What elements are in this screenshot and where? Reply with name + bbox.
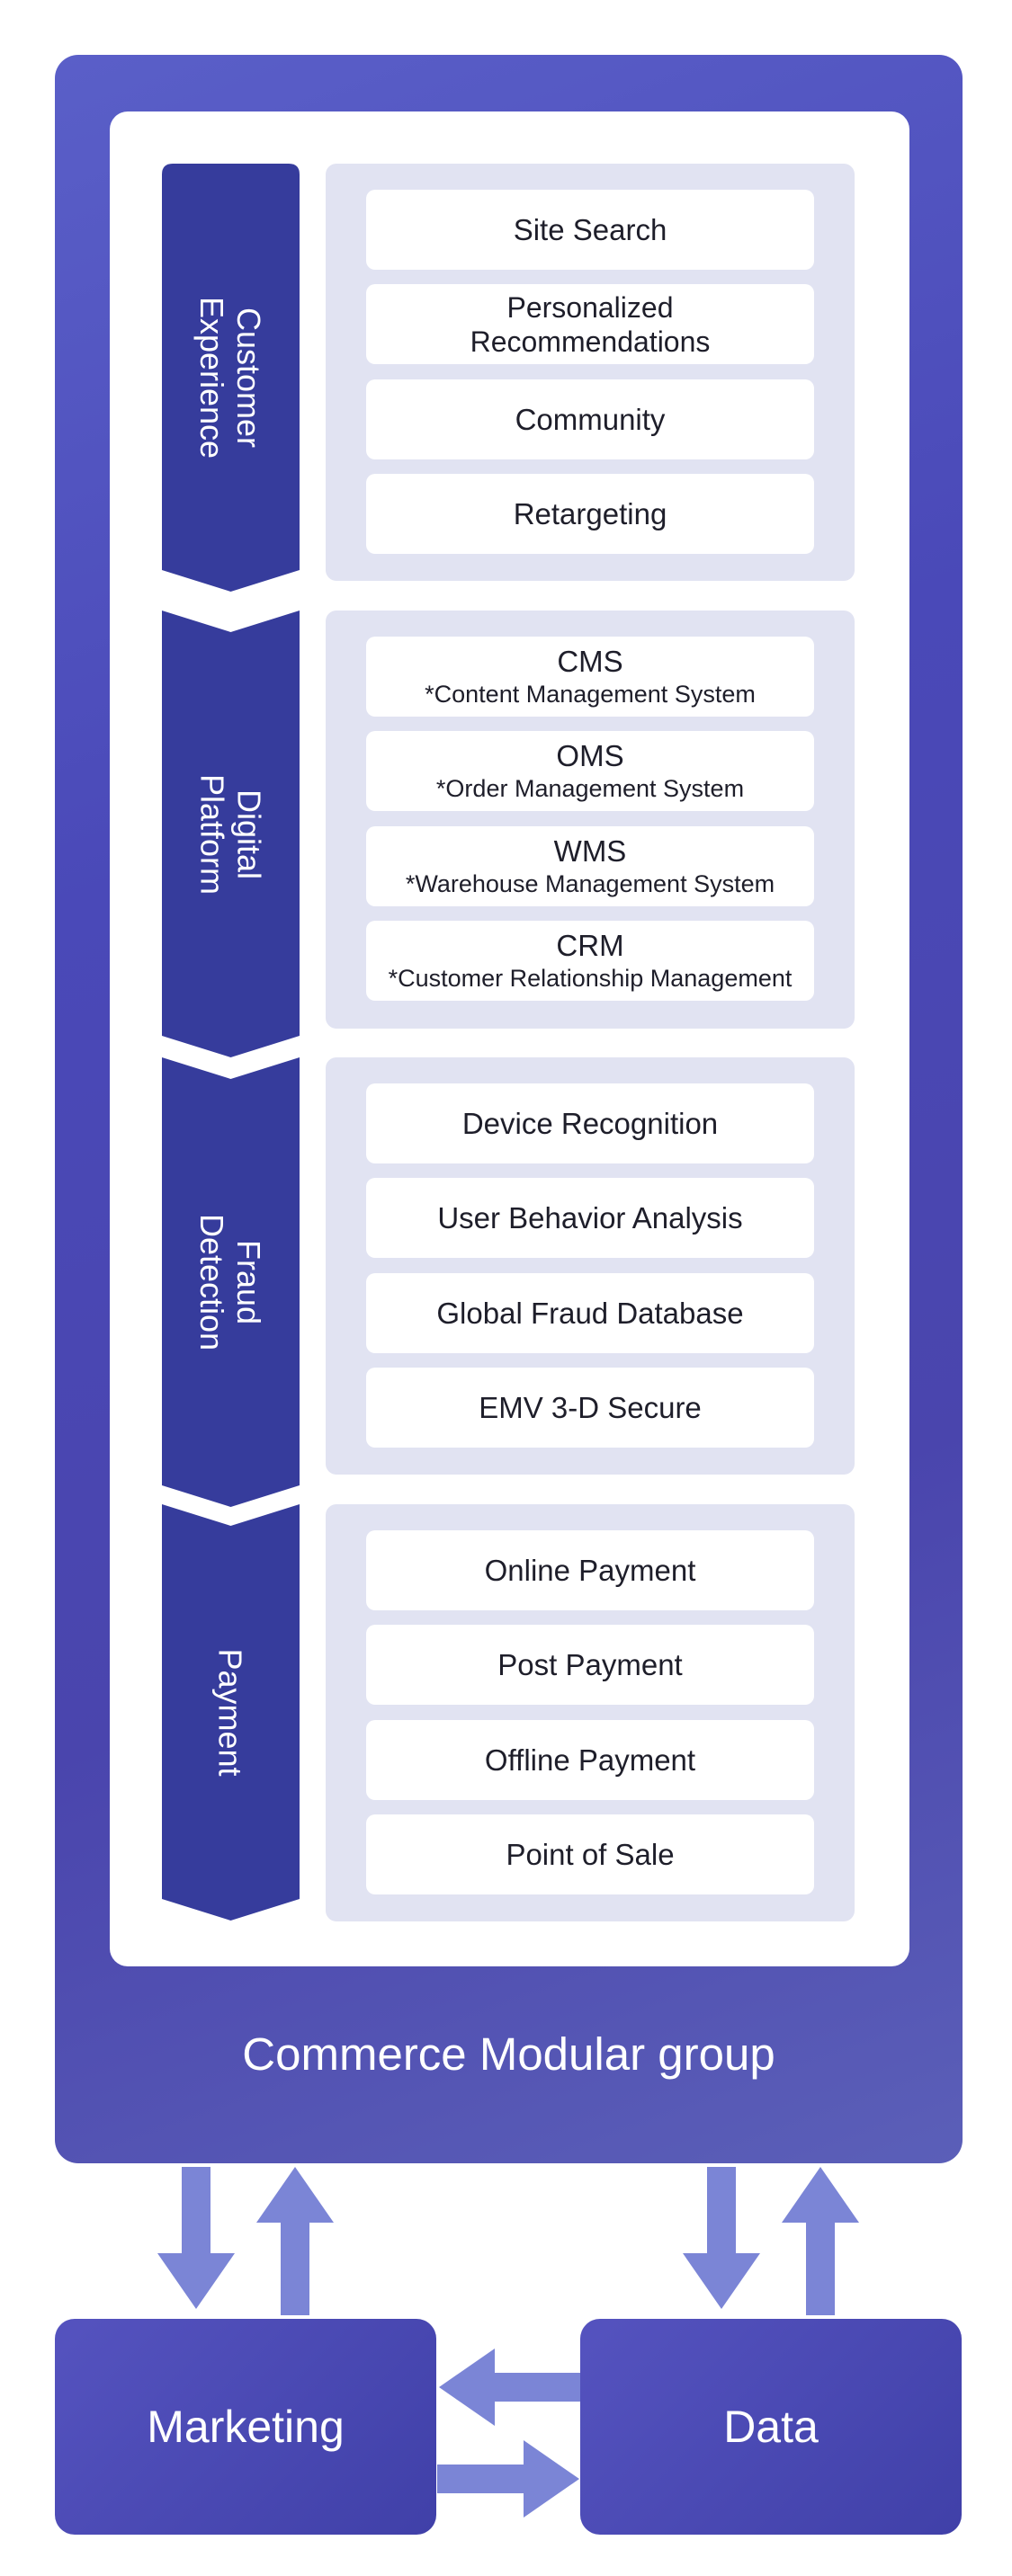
arrow-right-icon [437, 2440, 579, 2518]
module-title: Point of Sale [506, 1838, 675, 1871]
arrow-down-icon [683, 2167, 760, 2309]
chevron-shape [162, 611, 300, 1057]
section-label: Payment [211, 1648, 249, 1777]
module-user-behavior-analysis: User Behavior Analysis [366, 1178, 814, 1258]
module-site-search: Site Search [366, 190, 814, 270]
module-offline-payment: Offline Payment [366, 1720, 814, 1800]
chevron-shape [162, 1057, 300, 1507]
panel-digital-platform: CMS *Content Management System OMS *Order … [326, 611, 855, 1029]
panel-payment: Online Payment Post Payment Offline Paym… [326, 1504, 855, 1921]
section-label: Customer Experience [193, 296, 268, 459]
module-global-fraud-database: Global Fraud Database [366, 1273, 814, 1353]
module-community: Community [366, 379, 814, 459]
section-chevron-customer-experience: Customer Experience [162, 164, 300, 592]
module-title: Post Payment [497, 1648, 683, 1681]
module-title: Online Payment [484, 1554, 696, 1587]
module-title: Device Recognition [461, 1107, 719, 1140]
module-point-of-sale: Point of Sale [366, 1814, 814, 1894]
module-retargeting: Retargeting [366, 474, 814, 554]
chevron-shape [162, 164, 300, 592]
arrow-up-icon [256, 2167, 334, 2315]
module-title: User Behavior Analysis [437, 1201, 743, 1235]
module-title: Global Fraud Database [436, 1297, 744, 1330]
panel-fraud-detection: Device Recognition User Behavior Analysi… [326, 1057, 855, 1475]
module-wms: WMS*Warehouse Management System [366, 826, 814, 906]
section-chevron-fraud-detection: Fraud Detection [162, 1057, 300, 1507]
marketing-box: Marketing [55, 2319, 436, 2535]
section-chevron-payment: Payment [162, 1504, 300, 1921]
data-box: Data [580, 2319, 962, 2535]
module-title: Retargeting [513, 497, 667, 530]
module-post-payment: Post Payment [366, 1625, 814, 1705]
section-label: Fraud Detection [193, 1213, 268, 1351]
chevron-shape [162, 1504, 300, 1921]
module-cms: CMS *Content Management System [366, 637, 814, 717]
module-title: Site Search [513, 213, 667, 246]
module-online-payment: Online Payment [366, 1530, 814, 1610]
module-title: CRM [556, 929, 624, 962]
module-title: OMS [556, 739, 624, 772]
module-title: Personalized Recommendations [470, 290, 711, 358]
module-subtitle: *Order Management System [435, 775, 745, 802]
section-label: Digital Platform [193, 773, 268, 895]
arrow-down-icon [157, 2167, 235, 2309]
module-title: CMS [557, 645, 623, 678]
module-subtitle: *Content Management System [425, 681, 756, 708]
module-title: Offline Payment [484, 1743, 696, 1777]
module-subtitle: *Warehouse Management System [405, 870, 775, 897]
module-subtitle: *Customer Relationship Management [388, 965, 793, 992]
module-personalized-recommendations: Personalized Recommendations [366, 284, 814, 364]
module-oms: OMS *Order Management System [366, 731, 814, 811]
group-title: Commerce Modular group [242, 2028, 775, 2080]
module-device-recognition: Device Recognition [366, 1083, 814, 1163]
panel-customer-experience: Site Search Personalized Recommendations… [326, 164, 855, 581]
marketing-label: Marketing [147, 2402, 345, 2452]
data-label: Data [723, 2402, 819, 2452]
module-title: EMV 3-D Secure [479, 1391, 702, 1424]
section-chevron-digital-platform: Digital Platform [162, 611, 300, 1057]
arrow-left-icon [439, 2349, 581, 2426]
module-title: WMS [553, 834, 627, 868]
module-emv-3d-secure: EMV 3-D Secure [366, 1368, 814, 1448]
arrow-up-icon [782, 2167, 859, 2315]
module-crm: CRM *Customer Relationship Management [366, 921, 814, 1001]
module-title: Community [515, 403, 666, 436]
